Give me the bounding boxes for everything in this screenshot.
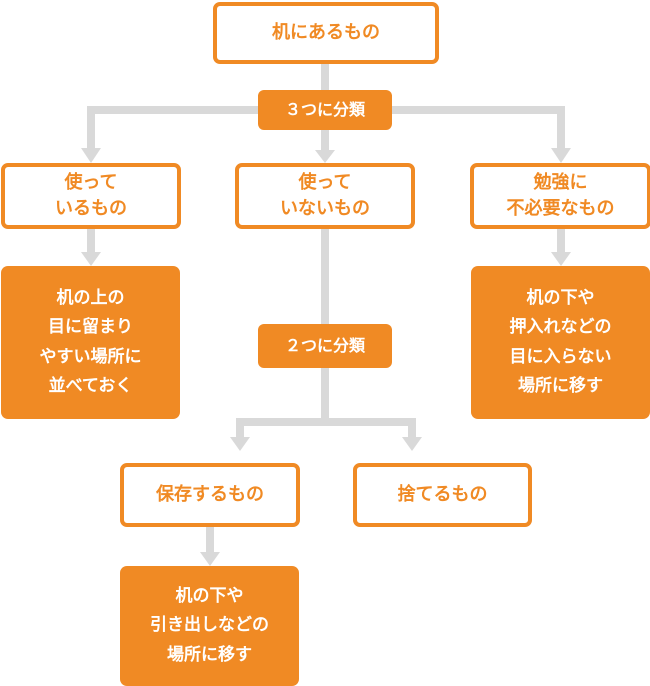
node-keep: 保存するもの [120,463,300,527]
node-action-keep-label: 机の下や 引き出しなどの 場所に移す [150,586,269,665]
arrowheads [81,148,571,566]
node-discard-label: 捨てるもの [397,483,488,505]
node-action-using-label: 机の上の 目に留まり やすい場所に 並べておく [39,288,142,396]
node-action-not-needed: 机の下や 押入れなどの 目に入らない 場所に移す [471,266,650,419]
node-cat-not-using-label: 使って いないもの [280,171,370,219]
arrow-to-keep [230,437,250,451]
node-cat-using: 使って いるもの [1,163,181,229]
node-cat-not-needed-label: 勉強に 不必要なもの [506,171,615,219]
node-action-keep: 机の下や 引き出しなどの 場所に移す [120,566,299,686]
node-cat-not-needed: 勉強に 不必要なもの [470,163,650,229]
arrow-to-not-using [315,150,335,163]
node-split2-label: ２つに分類 [284,336,365,356]
node-cat-not-using: 使って いないもの [235,163,415,229]
node-action-not-needed-label: 机の下や 押入れなどの 目に入らない 場所に移す [509,288,612,396]
node-split3: ３つに分類 [258,90,392,130]
line-split3-left [87,106,258,148]
arrow-to-not-needed [551,148,571,163]
line-split3-right [392,106,565,148]
node-split3-label: ３つに分類 [284,100,365,120]
arrow-to-discard [402,437,422,451]
node-split2: ２つに分類 [258,324,392,368]
node-root: 机にあるもの [213,2,439,64]
node-discard: 捨てるもの [353,463,532,527]
connector-group [87,64,565,552]
node-keep-label: 保存するもの [156,483,264,505]
node-root-label: 机にあるもの [272,21,380,43]
node-action-using: 机の上の 目に留まり やすい場所に 並べておく [1,266,180,419]
line-split2-branches [236,418,416,437]
node-cat-using-label: 使って いるもの [55,171,127,219]
arrow-to-action-keep [200,552,220,566]
arrow-to-using [81,148,101,163]
arrow-to-action-not-needed [551,252,571,266]
arrow-to-action-using [81,252,101,266]
